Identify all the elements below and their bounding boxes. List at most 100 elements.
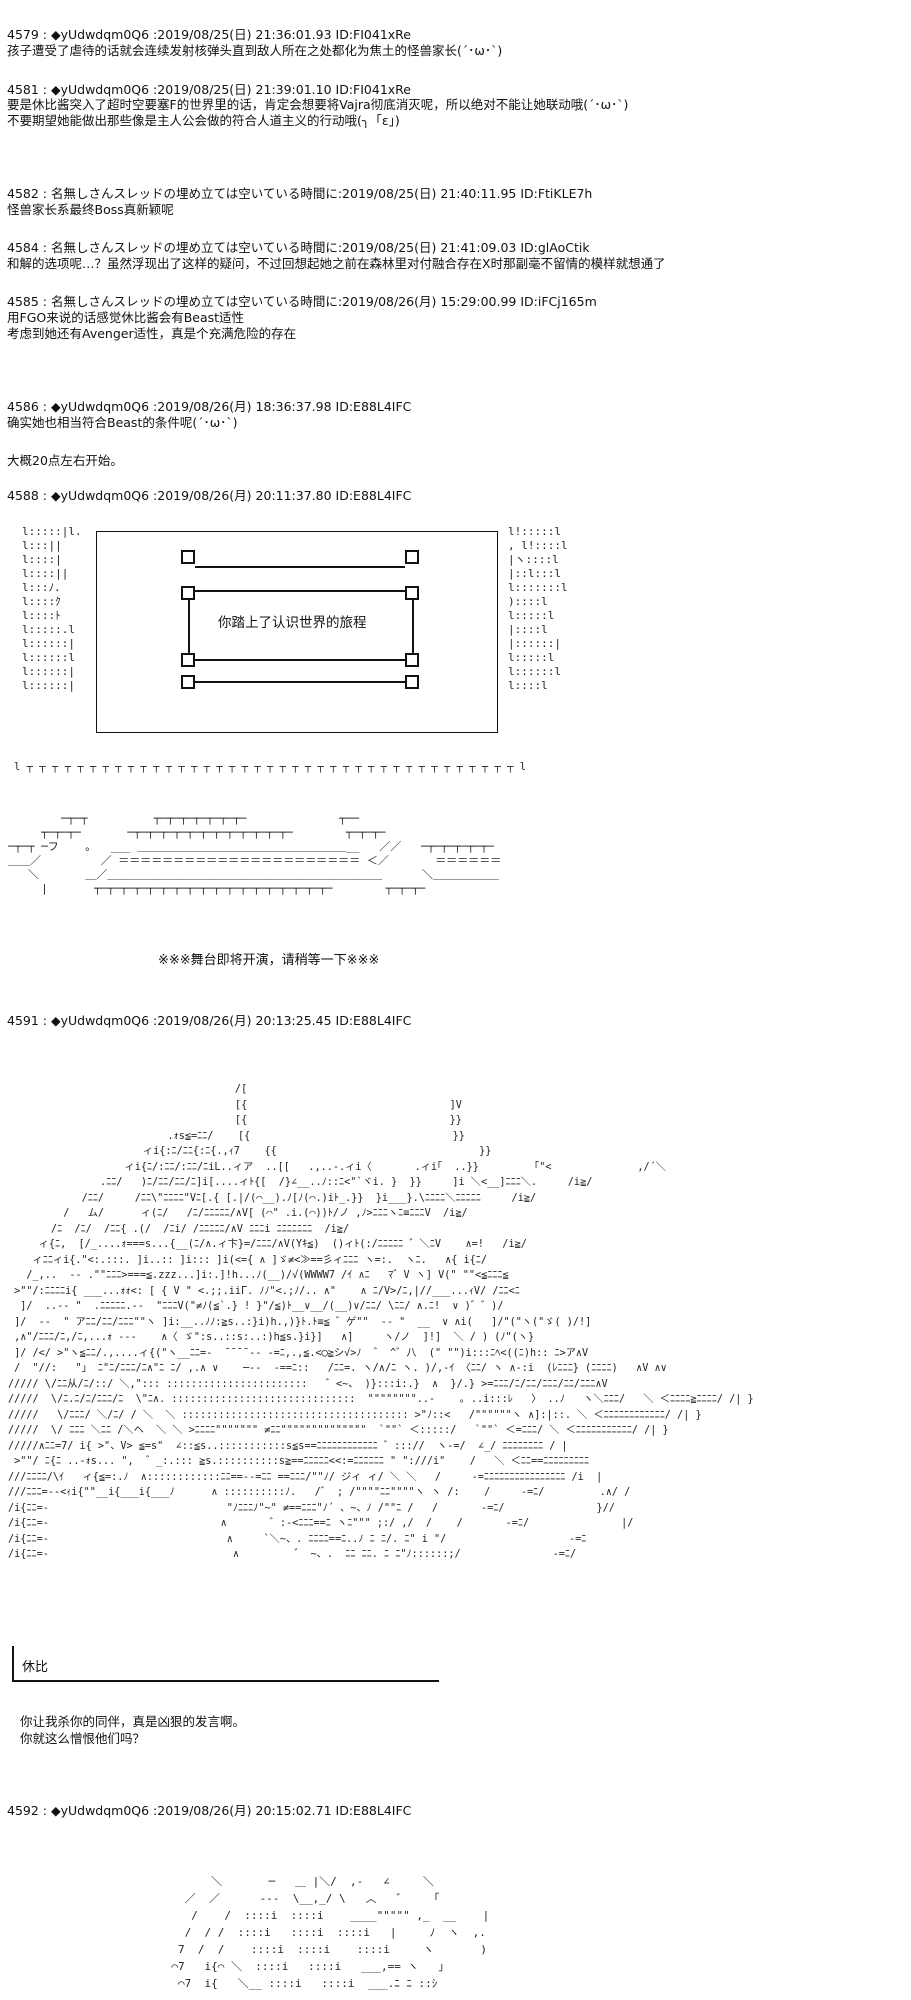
stage-floor-art: ─┬─┬ ┬─┬─┬─┬─┬─┬─┬─ ┬── ┬─┬─┬─ ─┬─┬─┬─┬─… bbox=[8, 812, 501, 896]
monster-art-line: >""/ ﾆ{ﾆ ..-ｫs... ", ゛_:.::: ≧s.::::::::… bbox=[8, 1456, 590, 1467]
sign-bracket-bl2 bbox=[181, 675, 195, 689]
post-4585-header: 4585 : 名無しさんスレッドの埋め立ては空いている時間に:2019/08/2… bbox=[7, 294, 597, 309]
sign-bottom-edge bbox=[195, 659, 405, 661]
scene2-art-line: 7 / / ::::i ::::i ::::i ヽ ) bbox=[125, 1943, 487, 1956]
monster-art-line: /i{ﾆﾆ=- ∧ ゛:-<ﾆﾆﾆ==ﾆ ヽﾆ""" ;:/ ,/ / / -=… bbox=[8, 1518, 634, 1529]
monster-art-line: /////∧ﾆﾆ=7/ i{ >"、V> ≦=s" ∠::≦s..:::::::… bbox=[8, 1440, 568, 1452]
speaker-box: 休比 bbox=[12, 1646, 439, 1682]
stage-rail: l ┬ ┬ ┬ ┬ ┬ ┬ ┬ ┬ ┬ ┬ ┬ ┬ ┬ ┬ ┬ ┬ ┬ ┬ ┬ … bbox=[14, 761, 527, 773]
post-4582-line-1: 怪兽家长系最终Boss真新颖呢 bbox=[7, 202, 174, 217]
post-4579-line-1: 孩子遭受了虐待的话就会连续发射核弹头直到敌人所在之处都化为焦土的怪兽家长(´･ω… bbox=[7, 43, 503, 58]
post-4588-header: 4588 : ◆yUdwdqm0Q6 :2019/08/26(月) 20:11:… bbox=[7, 488, 412, 503]
stage-curtain-right-line: , l!::::l bbox=[508, 539, 568, 552]
sign-bracket-tr bbox=[405, 550, 419, 564]
post-4586-line-3: 大概20点左右开始。 bbox=[7, 453, 123, 468]
stage-curtain-right-line: |::l:::l bbox=[508, 567, 561, 580]
post-4581-header: 4581 : ◆yUdwdqm0Q6 :2019/08/25(日) 21:39:… bbox=[7, 82, 411, 97]
stage-curtain-left-line: l::::::l bbox=[22, 651, 75, 664]
stage-curtain-left-line: l:::::.l bbox=[22, 623, 75, 636]
monster-art-line: ///// \/ﾆﾆ从/ﾆ/::/ ＼,"::: :::::::::::::::… bbox=[8, 1378, 608, 1390]
post-4586-line-1: 确实她也相当符合Beast的条件呢(´･ω･`) bbox=[7, 415, 238, 430]
sign-bottom-rail bbox=[195, 681, 405, 683]
monster-art-line: ]/ -- " アﾆﾆ/ﾆﾆ/ﾆﾆﾆ""ヽ ]i:__..ﾉﾉ:≧s..:}i)… bbox=[8, 1316, 592, 1328]
monster-art-line: ///ﾆﾆﾆ=--<ｨi{""__i{___i{___ﾉ ∧ :::::::::… bbox=[8, 1487, 631, 1498]
monster-art-line: /_,.. -- .""ﾆﾆﾆ>===≦.zzz...]i:.]!h...ﾉ(_… bbox=[8, 1270, 509, 1281]
monster-art-line: ,∧"/ﾆﾆﾆ/ﾆ,/ﾆ,...ｫ --- ∧〈 ゞ":s..::s:..:)h… bbox=[8, 1332, 535, 1343]
sign-bracket-mr bbox=[405, 586, 419, 600]
monster-art-line: / "//: "」 ﾆ"ﾆ/ﾆﾆﾆ/ﾆ∧"ﾆ ﾆ/ ,.∧ ∨ ─‐‐ ‐==ﾆ… bbox=[8, 1363, 667, 1374]
post-4592-header: 4592 : ◆yUdwdqm0Q6 :2019/08/26(月) 20:15:… bbox=[7, 1803, 412, 1818]
sign-bracket-ml bbox=[181, 586, 195, 600]
stage-backdrop-frame bbox=[96, 531, 498, 733]
post-4586-header: 4586 : ◆yUdwdqm0Q6 :2019/08/26(月) 18:36:… bbox=[7, 399, 412, 414]
scene2-art-line: ⌒7 i{⌒ ＼ ::::i ::::i ___,== ヽ ｣ bbox=[125, 1960, 444, 1973]
monster-art-line: /[ bbox=[8, 1084, 248, 1095]
monster-art-line: /ﾆ /ﾆ/ /ﾆﾆ{ .(/ /ﾆi/ /ﾆﾆﾆﾆﾆ/∧V ﾆﾆﾆi ﾆﾆﾆﾆ… bbox=[8, 1223, 350, 1235]
monster-art-line: ]/ /</ >"ヽ≦ﾆﾆ/.,....ィ{("ヽ__ﾆﾆ=- ̄ ̄ ̄ ̄ … bbox=[8, 1347, 589, 1359]
scene2-art-line: ／ ／ --- \__,_/ \ ︿ ゛ ｢ bbox=[125, 1892, 440, 1905]
sign-bracket-tl bbox=[181, 550, 195, 564]
dialogue-line-1: 你让我杀你的同伴，真是凶狠的发言啊。 bbox=[20, 1714, 246, 1729]
stage-sign-text: 你踏上了认识世界的旅程 bbox=[218, 615, 367, 631]
stage-floor-line: ＿＿／ ／ ＝＝＝＝＝＝＝＝＝＝＝＝＝＝＝＝＝＝＝＝＝＝ ＜／ ＝＝＝＝＝＝ bbox=[8, 854, 502, 867]
stage-curtain-right-line: l:::::l bbox=[508, 609, 555, 622]
monster-art-line: /i{ﾆﾆ=- ∧ `＼~、. ﾆﾆﾆﾆ==ﾆ..ﾉ ﾆ ﾆ/. ﾆ" i "/… bbox=[8, 1533, 587, 1545]
monster-art-line: /i{ﾆﾆ=- "ﾉﾆﾆﾆﾉ"~" ≠==ﾆﾆﾆ"ﾉ´ 、~、ﾉ /""ﾆ / … bbox=[8, 1502, 615, 1514]
monster-art-line: .ｫs≦=ﾆﾆ/ [{ }} bbox=[8, 1130, 465, 1142]
stage-curtain-left-line: l::::::| bbox=[22, 679, 75, 692]
stage-curtain-right-line: |::::l bbox=[508, 623, 548, 636]
scene2-art: ＼ ─ ＿ |＼/ ,- ∠ ＼ ／ ／ --- \__,_/ \ ︿ ゛ ｢ … bbox=[125, 1873, 489, 1992]
scene2-art-line: / / / ::::i ::::i ::::i | ﾉ ヽ ,. bbox=[125, 1926, 486, 1939]
stage-curtain-left-line: l:::ﾉ. bbox=[22, 581, 61, 594]
stage-curtain-right-line: l!:::::l bbox=[508, 525, 561, 538]
scene2-art-line: / / ::::i ::::i ____""""" ,_ __ | bbox=[125, 1909, 490, 1922]
stage-curtain-left-line: l::::::| bbox=[22, 637, 75, 650]
stage-floor-line: ─┬─┬ ┬─┬─┬─┬─┬─┬─┬─ ┬── bbox=[8, 812, 359, 825]
monster-art-line: >""/:ﾆﾆﾆﾆi{ ___...ｫｫ<: [ { V " <.;;.iiΓ.… bbox=[8, 1285, 520, 1297]
monster-art-line: ///// \/ ﾆﾆﾆ ＼ﾆﾆ /＼ヘ ＼ ＼ >ﾆﾆﾆﾆ""""""" ≠ﾆ… bbox=[8, 1425, 669, 1436]
monster-art-line: ィﾆﾆィi{."<:.:::. ]i..:: ]i::: ]i(<={ ∧ ]ゞ… bbox=[8, 1254, 488, 1266]
monster-art-line: ///// \/ﾆ.ﾆ/ﾆ/ﾆﾆﾆ/ﾆ \"ﾆ∧. ::::::::::::::… bbox=[8, 1394, 754, 1405]
post-4582-header: 4582 : 名無しさんスレッドの埋め立ては空いている時間に:2019/08/2… bbox=[7, 186, 593, 201]
stage-curtain-left-line: l::::ｸ bbox=[22, 595, 61, 608]
stage-curtain-right-line: l:::::l bbox=[508, 651, 555, 664]
post-4591-header: 4591 : ◆yUdwdqm0Q6 :2019/08/26(月) 20:13:… bbox=[7, 1013, 412, 1028]
sign-bracket-bl bbox=[181, 653, 195, 667]
sign-left-edge bbox=[188, 600, 190, 653]
stage-curtain-right-line: |ヽ::::l bbox=[508, 553, 559, 566]
stage-curtain-left: l:::::|l.l:::||l::::|l::::||l:::ﾉ.l::::ｸ… bbox=[22, 525, 82, 693]
monster-art-line: ///ﾆﾆﾆﾆ/\ｲ ィ{≦=:.ﾉ ∧::::::::::::ﾆﾆ==--=ﾆ… bbox=[8, 1471, 603, 1483]
stage-curtain-left-line: l:::|| bbox=[22, 539, 62, 552]
stage-curtain-right-line: |::::::| bbox=[508, 637, 561, 650]
stage-curtain-right-line: l::::::l bbox=[508, 665, 561, 678]
post-4584-header: 4584 : 名無しさんスレッドの埋め立ては空いている時間に:2019/08/2… bbox=[7, 240, 590, 255]
monster-art-line: ィi{ﾆ/:ﾆﾆ/:ﾆﾆ/ﾆiL..ィア ..[[ .,..-.ィi〈 .ィi｢… bbox=[8, 1161, 666, 1173]
stage-curtain-left-line: l::::|| bbox=[22, 567, 69, 580]
stage-floor-line: ┬─┬─┬─ ─┬─┬─┬─┬─┬─┬─┬─┬─┬─┬─┬─┬─ ┬─┬─┬─ bbox=[8, 826, 386, 839]
stage-curtain-left-line: l::::::| bbox=[22, 665, 75, 678]
stage-curtain-left-line: l::::| bbox=[22, 553, 62, 566]
monster-art-line: ィ{ﾆ, [/_....ｫ===s...{__(ﾆ/∧.ィ卞}=/ﾆﾆﾆ/∧V(… bbox=[8, 1239, 527, 1250]
monster-art-line: [{ }} bbox=[8, 1115, 462, 1126]
stage-floor-line: ─┬─┬ ─フ ｡ ___ ＿＿＿＿＿＿＿＿＿＿＿＿＿＿＿＿＿＿＿__ ／／ ─… bbox=[8, 840, 494, 853]
monster-art-line: /i{ﾆﾆ=- ∧ ゛ ~、. ﾆﾆ ﾆﾆ. ﾆ ﾆ"ﾉ::::::;/ -=ﾆ… bbox=[8, 1549, 577, 1560]
post-4585-line-2: 考虑到她还有Avenger适性，真是个充满危险的存在 bbox=[7, 326, 297, 341]
stage-curtain-right-line: )::::l bbox=[508, 595, 548, 608]
sign-bracket-br bbox=[405, 653, 419, 667]
sign-bracket-br2 bbox=[405, 675, 419, 689]
post-4581-line-1: 要是休比酱突入了超时空要塞F的世界里的话，肯定会想要将Vajra彻底消灭呢，所以… bbox=[7, 97, 629, 112]
monster-art-line: .ﾆﾆ/ )ﾆ/ﾆﾆ/ﾆﾆ/ﾆ]i[....ィﾄ{[ /}∠__..ﾉ::ﾆ<"… bbox=[8, 1177, 593, 1188]
dialogue-line-2: 你就这么憎恨他们吗？ bbox=[20, 1731, 146, 1746]
sign-right-edge bbox=[412, 600, 414, 653]
stage-floor-line: | ┬─┬─┬─┬─┬─┬─┬─┬─┬─┬─┬─┬─┬─┬─┬─┬─┬─┬─ ┬… bbox=[8, 882, 426, 895]
monster-art-line: [{ ]V bbox=[8, 1099, 462, 1111]
stage-curtain-left-line: l:::::|l. bbox=[22, 525, 82, 538]
sign-top-rail bbox=[195, 566, 405, 568]
monster-art-line: / ム/ ィ(ﾆ/ /ﾆ/ﾆﾆﾆﾆﾆ/∧V[ (⌒" .i.(⌒))ﾄ/ノ ,ﾉ… bbox=[8, 1208, 468, 1219]
post-4584-line-1: 和解的选项呢…？虽然浮现出了这样的疑问，不过回想起她之前在森林里对付融合存在X时… bbox=[7, 256, 666, 271]
post-4585-line-1: 用FGO来说的话感觉休比酱会有Beast适性 bbox=[7, 310, 245, 325]
monster-art-line: ]/ ..-- " .ﾆﾆﾆﾆﾆ.-- "ﾆﾆﾆV("≠ﾉ(≦`.} ! }"/… bbox=[8, 1301, 510, 1312]
stage-curtain-left-line: l::::ﾄ bbox=[22, 609, 61, 622]
scene2-art-line: ＼ ─ ＿ |＼/ ,- ∠ ＼ bbox=[125, 1875, 434, 1888]
